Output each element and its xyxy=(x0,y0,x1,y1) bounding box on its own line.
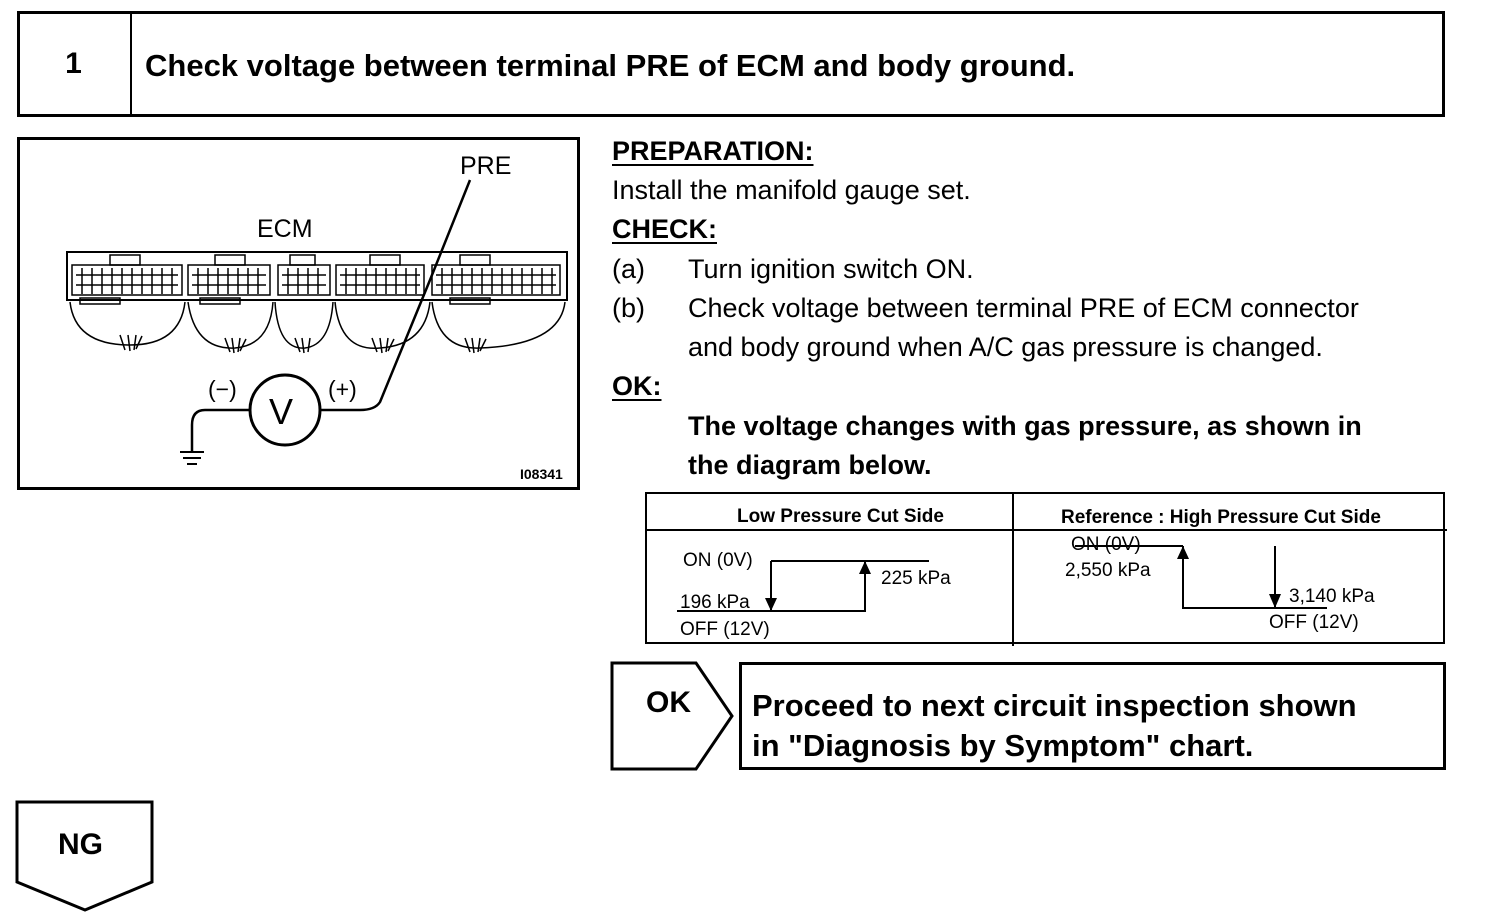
check-step-a: Turn ignition switch ON. xyxy=(688,254,974,284)
ok-heading: OK: xyxy=(612,371,662,401)
step-header-box xyxy=(17,11,1445,117)
ecm-label: ECM xyxy=(257,215,313,243)
high-off-label: OFF (12V) xyxy=(1269,612,1359,633)
ok-result-line2: in "Diagnosis by Symptom" chart. xyxy=(752,728,1254,763)
low-low-pressure: 196 kPa xyxy=(680,592,750,613)
preparation-text: Install the manifold gauge set. xyxy=(612,175,971,205)
check-step-b-line2: and body ground when A/C gas pressure is… xyxy=(688,332,1323,362)
check-heading: CHECK: xyxy=(612,214,717,244)
low-on-label: ON (0V) xyxy=(683,550,753,571)
pressure-switch-table: Low Pressure Cut Side ON (0V) 225 kPa 19… xyxy=(645,492,1447,646)
low-high-pressure: 225 kPa xyxy=(881,568,951,589)
step-title: Check voltage between terminal PRE of EC… xyxy=(145,48,1076,83)
ok-result-label: OK xyxy=(646,686,691,719)
figure-id: I08341 xyxy=(520,466,563,482)
ok-result-box xyxy=(739,662,1446,770)
positive-lead-label: (+) xyxy=(328,376,357,402)
pre-terminal-label: PRE xyxy=(460,152,512,180)
check-marker-b: (b) xyxy=(612,293,645,323)
ecm-wiring-figure: PRE ECM (−) (+) V I08341 xyxy=(17,137,580,490)
ok-result-line1: Proceed to next circuit inspection shown xyxy=(752,688,1357,723)
negative-lead-label: (−) xyxy=(208,376,237,402)
check-step-b-line1: Check voltage between terminal PRE of EC… xyxy=(688,293,1359,323)
low-off-label: OFF (12V) xyxy=(680,619,770,640)
pressure-switch-waveforms xyxy=(647,494,1447,646)
ng-result-label: NG xyxy=(58,828,103,861)
preparation-heading: PREPARATION: xyxy=(612,136,814,166)
high-on-label: ON (0V) xyxy=(1071,534,1141,555)
ok-criteria-line2: the diagram below. xyxy=(688,450,932,480)
high-high-pressure: 3,140 kPa xyxy=(1289,586,1375,607)
high-low-pressure: 2,550 kPa xyxy=(1065,560,1151,581)
ng-arrow-tag xyxy=(15,800,154,912)
check-marker-a: (a) xyxy=(612,254,645,284)
ecm-connector-diagram xyxy=(66,179,568,465)
voltmeter-icon: V xyxy=(269,391,294,432)
low-pressure-header: Low Pressure Cut Side xyxy=(737,506,944,527)
ok-criteria-line1: The voltage changes with gas pressure, a… xyxy=(688,411,1362,441)
high-pressure-header: Reference : High Pressure Cut Side xyxy=(1061,507,1381,528)
step-number: 1 xyxy=(17,11,132,117)
ok-arrow-tag xyxy=(610,661,734,771)
